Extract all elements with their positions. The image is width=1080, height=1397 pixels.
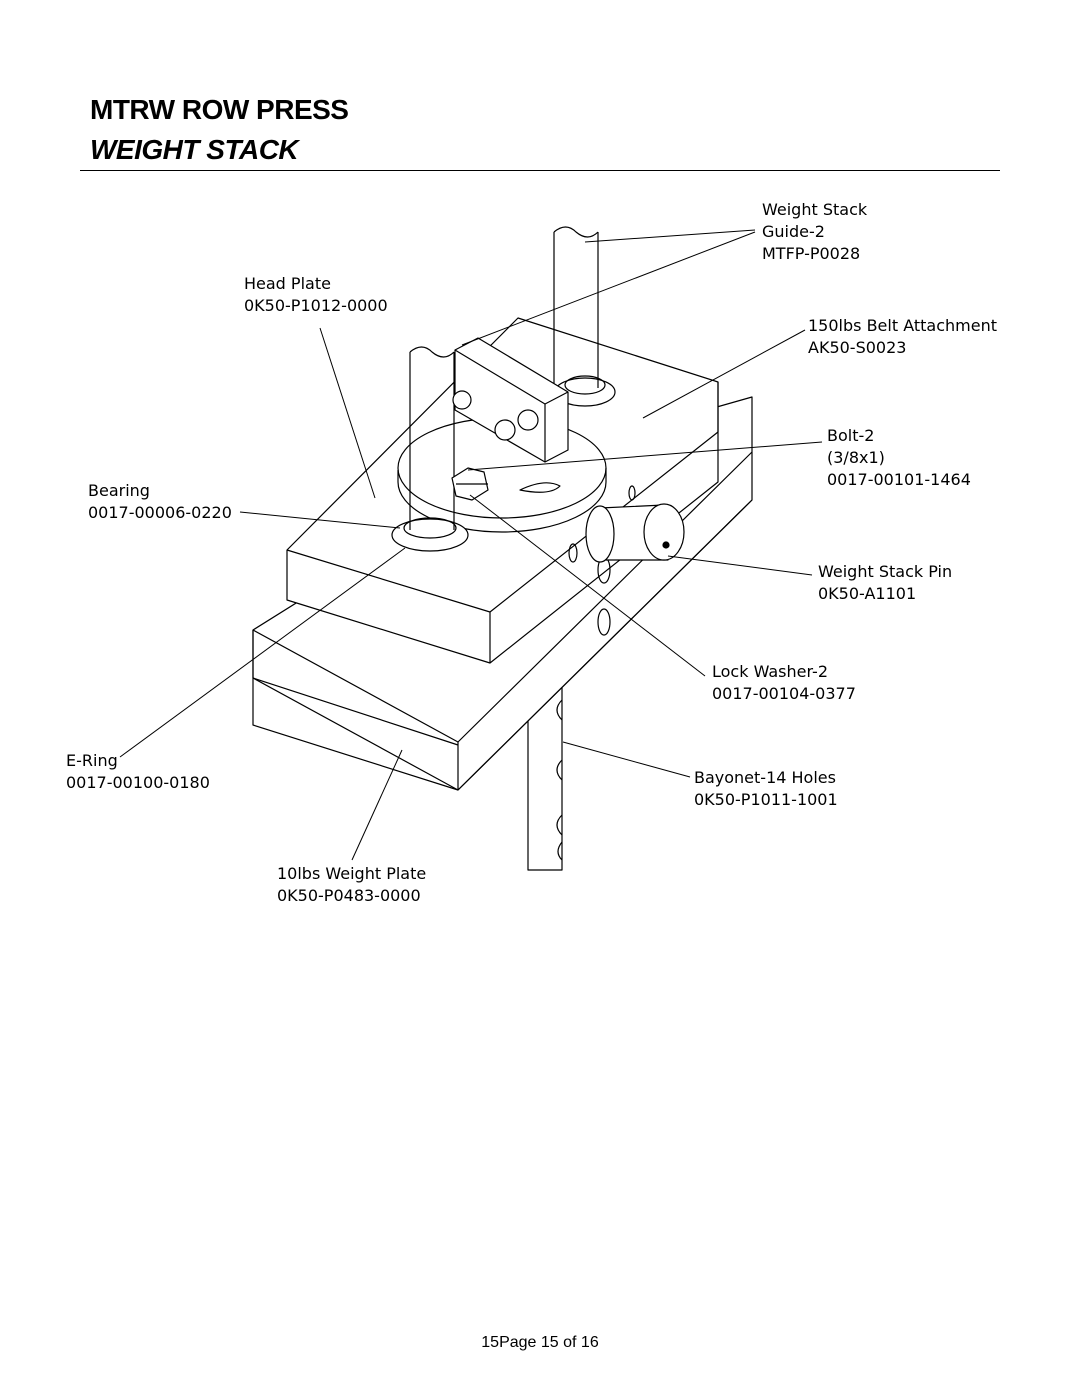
bolt-drawing xyxy=(451,467,489,501)
callout-weight-plate-name: 10lbs Weight Plate xyxy=(277,864,427,883)
callout-bolt-name: Bolt-2 xyxy=(827,426,875,445)
callout-belt-part: AK50-S0023 xyxy=(808,338,907,357)
callout-weight-plate-part: 0K50-P0483-0000 xyxy=(277,886,421,905)
guide-rods-drawing xyxy=(391,226,616,552)
callout-guide: Weight Stack Guide-2 MTFP-P0028 xyxy=(762,199,867,265)
callout-bayonet-part: 0K50-P1011-1001 xyxy=(694,790,838,809)
callout-lock-washer: Lock Washer-2 0017-00104-0377 xyxy=(712,661,856,705)
callout-head-plate-part: 0K50-P1012-0000 xyxy=(244,296,388,315)
callout-bolt-size: (3/8x1) xyxy=(827,448,885,467)
header-rule xyxy=(80,170,1000,171)
callout-lock-washer-part: 0017-00104-0377 xyxy=(712,684,856,703)
callout-bearing-name: Bearing xyxy=(88,481,150,500)
callout-bearing-part: 0017-00006-0220 xyxy=(88,503,232,522)
callout-e-ring-name: E-Ring xyxy=(66,751,118,770)
callout-belt-name: 150lbs Belt Attachment xyxy=(808,316,997,335)
callout-e-ring: E-Ring 0017-00100-0180 xyxy=(66,750,210,794)
callout-head-plate-name: Head Plate xyxy=(244,274,331,293)
pin-drawing xyxy=(585,503,685,563)
callout-guide-qty: Guide-2 xyxy=(762,222,825,241)
callout-bearing: Bearing 0017-00006-0220 xyxy=(88,480,232,524)
callout-head-plate: Head Plate 0K50-P1012-0000 xyxy=(244,273,388,317)
bayonet-drawing xyxy=(527,680,563,871)
callout-lock-washer-name: Lock Washer-2 xyxy=(712,662,828,681)
callout-bolt-part: 0017-00101-1464 xyxy=(827,470,971,489)
document-title: MTRW ROW PRESS xyxy=(90,94,349,125)
leader-lines xyxy=(119,229,823,861)
callout-guide-name: Weight Stack xyxy=(762,200,868,219)
belt-clamp-drawing xyxy=(452,337,569,463)
callout-e-ring-part: 0017-00100-0180 xyxy=(66,773,210,792)
callout-pin-name: Weight Stack Pin xyxy=(818,562,953,581)
callout-pin-part: 0K50-A1101 xyxy=(818,584,917,603)
callout-belt-attachment: 150lbs Belt Attachment AK50-S0023 xyxy=(808,315,997,359)
callout-bolt: Bolt-2 (3/8x1) 0017-00101-1464 xyxy=(827,425,971,491)
callout-bayonet-name: Bayonet-14 Holes xyxy=(694,768,836,787)
callout-guide-part: MTFP-P0028 xyxy=(762,244,861,263)
callout-weight-plate: 10lbs Weight Plate 0K50-P0483-0000 xyxy=(277,863,426,907)
document-subtitle: WEIGHT STACK xyxy=(90,134,299,165)
callout-bayonet: Bayonet-14 Holes 0K50-P1011-1001 xyxy=(694,767,838,811)
page-number: 15Page 15 of 16 xyxy=(481,1334,599,1351)
callout-pin: Weight Stack Pin 0K50-A1101 xyxy=(818,561,952,605)
